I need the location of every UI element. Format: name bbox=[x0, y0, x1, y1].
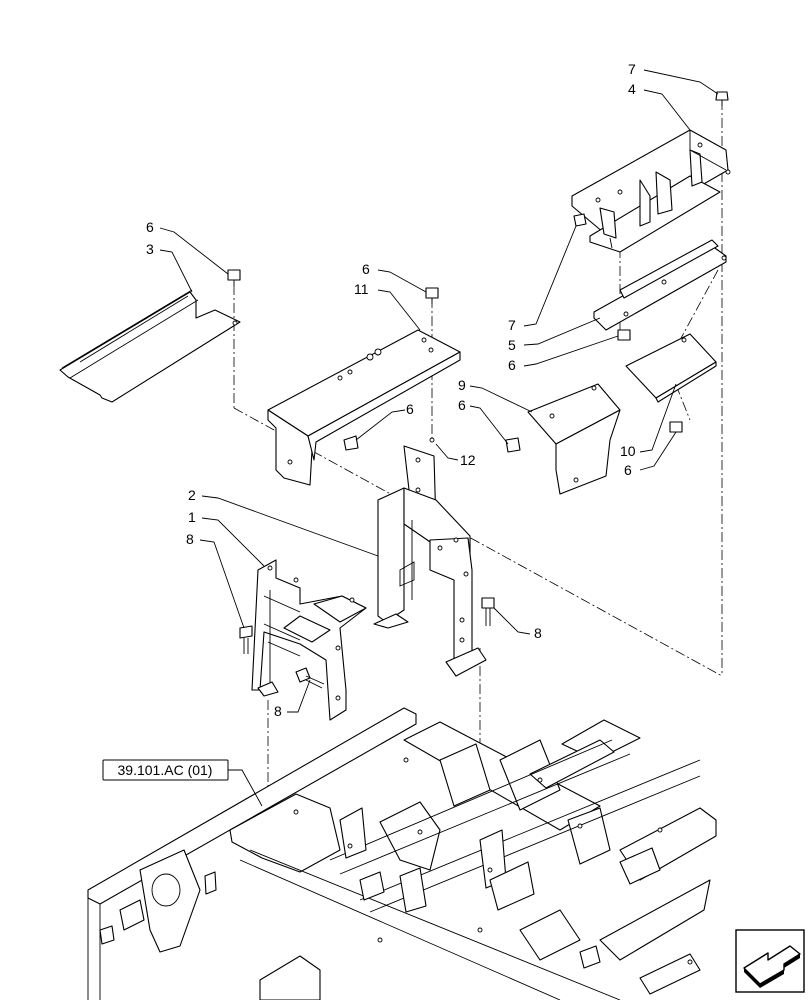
callout-labels: 7 4 6 3 6 11 7 5 6 9 6 6 12 10 6 2 1 8 8… bbox=[146, 61, 636, 719]
callout-5: 5 bbox=[508, 337, 516, 353]
callout-9: 9 bbox=[458, 377, 466, 393]
callout-6-part11: 6 bbox=[406, 401, 414, 417]
callout-3: 3 bbox=[146, 241, 154, 257]
callout-7-left: 7 bbox=[508, 317, 516, 333]
part-2-right-support bbox=[373, 445, 487, 677]
callout-6-part10: 6 bbox=[624, 462, 632, 478]
part-9-mid-cover bbox=[527, 383, 621, 495]
callout-11: 11 bbox=[354, 281, 369, 297]
part-10-small-plate bbox=[625, 333, 717, 403]
callout-8-bottom: 8 bbox=[274, 703, 282, 719]
leader-lines bbox=[159, 69, 719, 807]
callout-6-part9: 6 bbox=[458, 397, 466, 413]
part-1-left-support bbox=[251, 559, 367, 721]
callout-6-center: 6 bbox=[362, 261, 370, 277]
reference-label: 39.101.AC (01) bbox=[118, 762, 213, 778]
callout-6-part5: 6 bbox=[508, 357, 516, 373]
part-4-upper-bracket bbox=[571, 129, 731, 253]
callout-10: 10 bbox=[620, 443, 636, 459]
callout-6-left-cover: 6 bbox=[146, 219, 154, 235]
callout-2: 2 bbox=[188, 487, 196, 503]
callout-8-left: 8 bbox=[186, 531, 194, 547]
callout-8-right: 8 bbox=[534, 625, 542, 641]
callout-12: 12 bbox=[460, 452, 476, 468]
part-11-center-cover bbox=[267, 329, 461, 486]
reference-box: 39.101.AC (01) bbox=[102, 759, 229, 781]
callout-1: 1 bbox=[188, 509, 196, 525]
chassis-frame bbox=[87, 707, 717, 1000]
part-3-left-cover bbox=[59, 289, 241, 403]
hardware-fasteners bbox=[227, 91, 729, 689]
arrow-down-left-icon bbox=[743, 945, 801, 988]
callout-4: 4 bbox=[628, 81, 636, 97]
navigation-arrow-button[interactable] bbox=[735, 929, 805, 993]
callout-7-top: 7 bbox=[628, 61, 636, 77]
part-5-right-plate bbox=[593, 239, 727, 331]
